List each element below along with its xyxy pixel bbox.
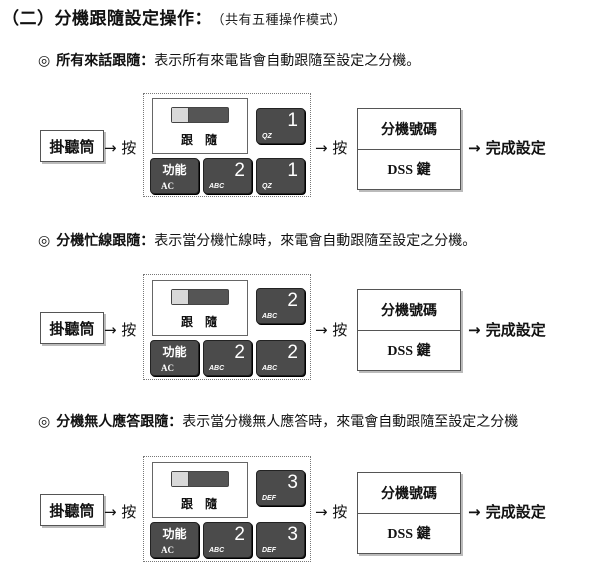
section-name: 所有來話跟隨： — [56, 53, 155, 69]
key-2-abc: 2 ABC — [203, 340, 252, 376]
key-number: 2 — [234, 342, 245, 363]
toggle-icon — [171, 107, 229, 123]
page-title-note: （共有五種操作模式） — [218, 13, 347, 28]
press-label: → 按 — [104, 139, 137, 157]
key-letters: DEF — [262, 495, 276, 502]
key-2-abc: 2 ABC — [203, 158, 252, 194]
bullet-icon: ◎ — [38, 233, 51, 249]
press-label: → 按 — [104, 503, 137, 521]
page-title: （二）分機跟隨設定操作： （共有五種操作模式） — [2, 4, 347, 29]
dss-key-box: DSS 鍵 — [387, 344, 431, 359]
press-label: → 按 — [315, 503, 348, 521]
key-group — [143, 274, 311, 380]
handset-label: 掛聽筒 — [49, 139, 95, 156]
follow-label: 跟隨 — [181, 133, 230, 147]
key-1-qz: 1 QZ — [256, 158, 305, 194]
done-label: → 完成設定 — [468, 503, 546, 521]
key-letters: ABC — [209, 183, 225, 190]
key-letters: ABC — [262, 313, 278, 320]
key-fn-code: AC — [161, 545, 174, 555]
section-heading: ◎ 分機忙線跟隨：表示當分機忙線時，來電會自動跟隨至設定之分機。 — [38, 230, 476, 250]
handset-label: 掛聽筒 — [49, 503, 95, 520]
key-3-def: 3 DEF — [256, 522, 305, 558]
key-2-abc: 2 ABC — [256, 340, 305, 376]
key-letters: ABC — [209, 547, 225, 554]
key-2-abc: 2 ABC — [256, 288, 305, 324]
press-label: → 按 — [104, 321, 137, 339]
key-letters: QZ — [262, 133, 272, 140]
done-label: → 完成設定 — [468, 139, 546, 157]
key-3-def: 3 DEF — [256, 470, 305, 506]
key-number: 1 — [287, 160, 298, 181]
key-fn-label: 功能 — [162, 527, 187, 541]
key-number: 3 — [287, 472, 298, 493]
key-number: 2 — [234, 524, 245, 545]
section-heading: ◎ 分機無人應答跟隨：表示當分機無人應答時，來電會自動跟隨至設定之分機 — [38, 411, 518, 431]
key-number: 2 — [234, 160, 245, 181]
key-letters: DEF — [262, 547, 276, 554]
handset-box: 掛聽筒 — [40, 130, 104, 162]
key-fn-code: AC — [161, 181, 174, 191]
key-letters: QZ — [262, 183, 272, 190]
follow-key: 跟隨 — [152, 462, 248, 518]
section-desc: 表示當分機無人應答時，來電會自動跟隨至設定之分機 — [182, 414, 519, 430]
section-desc: 表示所有來電皆會自動跟隨至設定之分機。 — [154, 53, 421, 69]
section-desc: 表示當分機忙線時，來電會自動跟隨至設定之分機。 — [154, 233, 477, 249]
key-number: 2 — [287, 342, 298, 363]
follow-label: 跟隨 — [181, 497, 230, 511]
follow-key: 跟隨 — [152, 280, 248, 336]
toggle-icon — [171, 289, 229, 305]
extension-number-box: 分機號碼 — [358, 290, 460, 331]
extension-input-group: 分機號碼 DSS 鍵 — [357, 289, 461, 371]
bullet-icon: ◎ — [38, 53, 51, 69]
bullet-icon: ◎ — [38, 414, 51, 430]
handset-box: 掛聽筒 — [40, 312, 104, 344]
key-fn-label: 功能 — [162, 345, 187, 359]
key-fn-code: AC — [161, 363, 174, 373]
section-heading: ◎ 所有來話跟隨：表示所有來電皆會自動跟隨至設定之分機。 — [38, 50, 420, 70]
extension-number-box: 分機號碼 — [358, 473, 460, 514]
key-number: 1 — [287, 110, 298, 131]
key-number: 3 — [287, 524, 298, 545]
dss-key-box: DSS 鍵 — [387, 163, 431, 178]
handset-label: 掛聽筒 — [49, 321, 95, 338]
key-number: 2 — [287, 290, 298, 311]
extension-input-group: 分機號碼 DSS 鍵 — [357, 108, 461, 190]
dss-key-box: DSS 鍵 — [387, 527, 431, 542]
section-name: 分機無人應答跟隨： — [56, 414, 183, 430]
function-key: 功能 AC — [150, 340, 199, 376]
done-label: → 完成設定 — [468, 321, 546, 339]
toggle-icon — [171, 471, 229, 487]
key-letters: ABC — [209, 365, 225, 372]
extension-number-box: 分機號碼 — [358, 109, 460, 150]
page-title-text: （二）分機跟隨設定操作： — [2, 9, 212, 29]
key-fn-label: 功能 — [162, 163, 187, 177]
follow-key: 跟隨 — [152, 98, 248, 154]
function-key: 功能 AC — [150, 158, 199, 194]
extension-input-group: 分機號碼 DSS 鍵 — [357, 472, 461, 554]
function-key: 功能 AC — [150, 522, 199, 558]
handset-box: 掛聽筒 — [40, 494, 104, 526]
press-label: → 按 — [315, 321, 348, 339]
key-group — [143, 93, 311, 197]
follow-label: 跟隨 — [181, 315, 230, 329]
section-name: 分機忙線跟隨： — [56, 233, 155, 249]
press-label: → 按 — [315, 139, 348, 157]
key-group — [143, 456, 311, 562]
key-1-qz: 1 QZ — [256, 108, 305, 144]
key-2-abc: 2 ABC — [203, 522, 252, 558]
key-letters: ABC — [262, 365, 278, 372]
